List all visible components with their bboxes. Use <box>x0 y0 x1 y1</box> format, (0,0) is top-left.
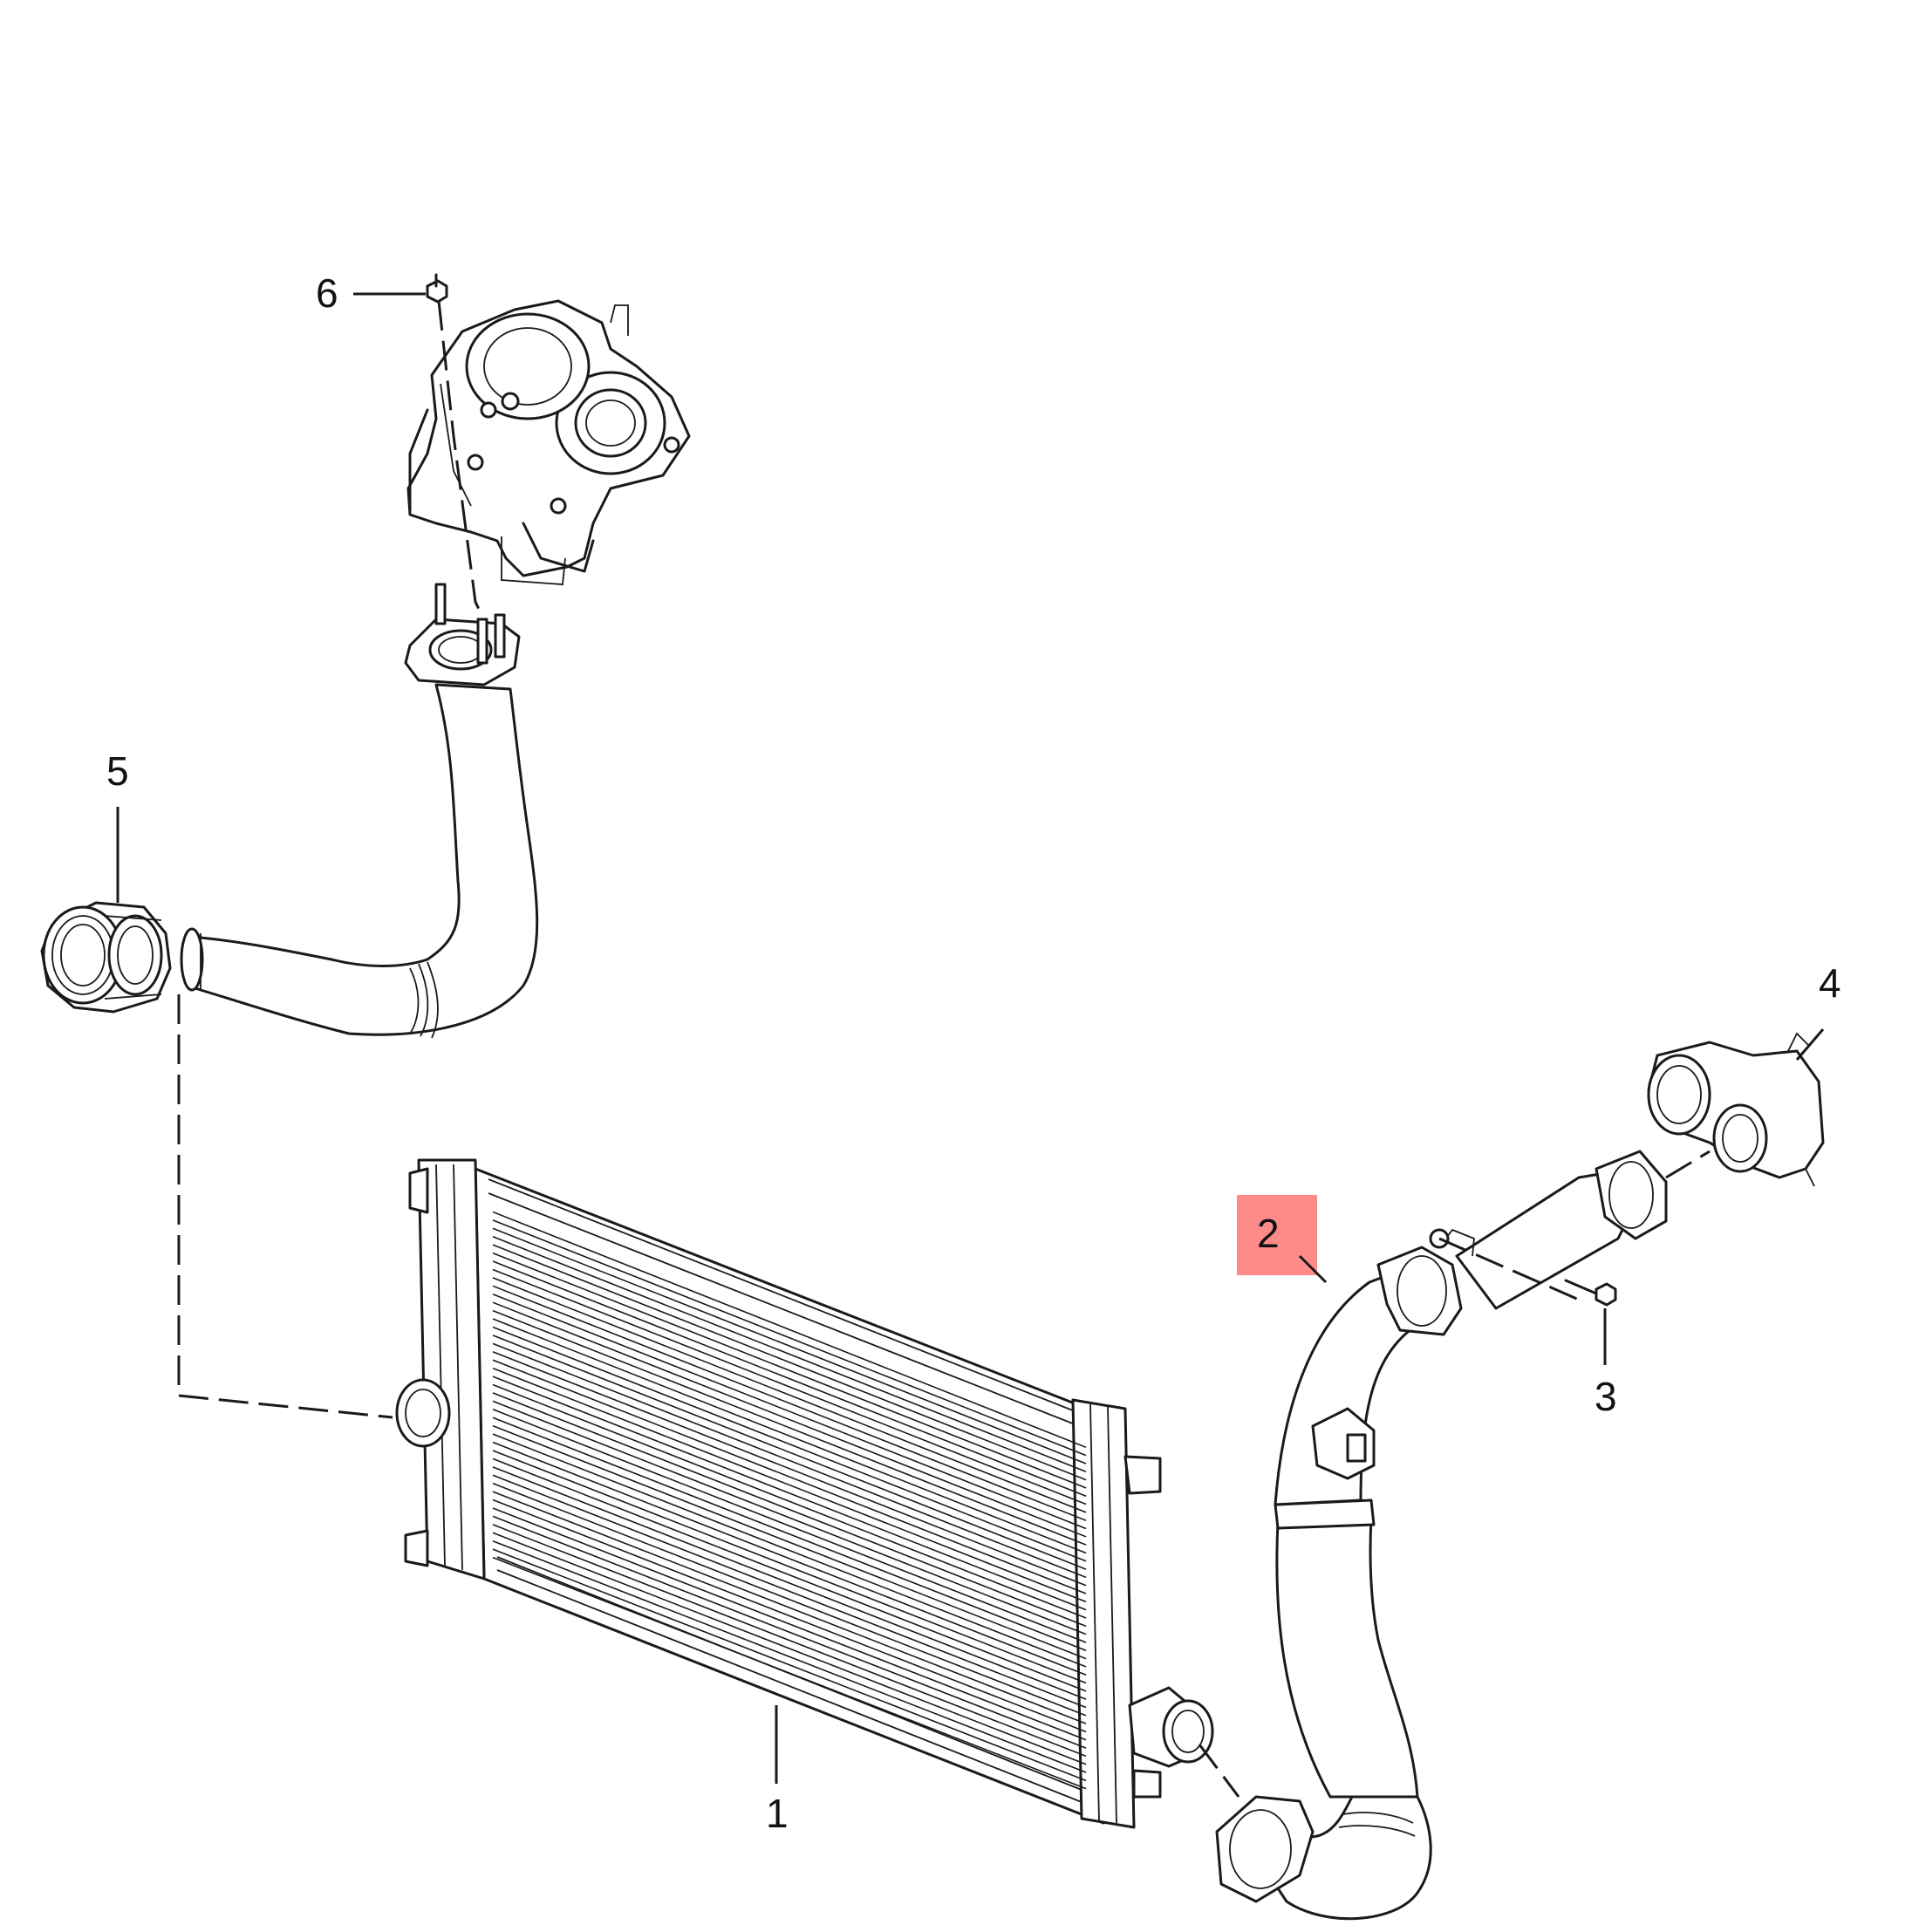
air-duct-connector-4 <box>1647 1032 1825 1187</box>
fin-line <box>492 1392 1087 1628</box>
fin-line <box>492 1433 1087 1668</box>
fin-line <box>492 1227 1087 1464</box>
fin-line <box>492 1268 1087 1505</box>
fin-line <box>492 1326 1087 1562</box>
fin-line <box>492 1342 1087 1579</box>
intercooler <box>395 1158 1214 1829</box>
nut-6 <box>426 273 448 304</box>
fin-line <box>492 1548 1087 1782</box>
fin-line <box>492 1556 1087 1790</box>
fin-line <box>492 1532 1087 1765</box>
fin-line <box>492 1376 1087 1611</box>
fin-line <box>492 1219 1087 1457</box>
fin-line <box>492 1524 1087 1758</box>
assembly-line-5 <box>177 994 393 1419</box>
fin-line <box>492 1450 1087 1684</box>
gasket-flange <box>404 583 521 686</box>
callout-6: 6 <box>316 270 338 316</box>
fin-line <box>492 1318 1087 1554</box>
leader-4 <box>1795 1028 1825 1061</box>
fin-line <box>492 1335 1087 1570</box>
fin-line <box>492 1474 1087 1709</box>
fin-line <box>492 1244 1087 1481</box>
fin-line <box>492 1383 1087 1619</box>
callout-1: 1 <box>766 1791 789 1836</box>
fin-line <box>492 1424 1087 1660</box>
fin-line <box>492 1515 1087 1749</box>
fin-line <box>492 1417 1087 1652</box>
bolt-3 <box>1564 1279 1617 1307</box>
assembly-line-3 <box>1438 1237 1580 1301</box>
fin-line <box>492 1309 1087 1546</box>
assembly-line-lower <box>1198 1744 1240 1798</box>
fin-line <box>492 1458 1087 1692</box>
hose-connector-5 <box>40 901 172 1014</box>
fin-line <box>492 1539 1087 1773</box>
fin-line <box>492 1507 1087 1741</box>
fin-line <box>492 1466 1087 1700</box>
assembly-line-6 <box>437 300 483 616</box>
fin-line <box>492 1260 1087 1497</box>
leader-2 <box>1298 1254 1328 1284</box>
fin-line <box>492 1400 1087 1635</box>
fin-line <box>492 1301 1087 1538</box>
charge-air-hose-right <box>1215 1150 1668 1921</box>
callout-5: 5 <box>106 748 129 794</box>
fin-line <box>492 1252 1087 1489</box>
callout-3: 3 <box>1595 1374 1617 1419</box>
fin-line <box>492 1211 1087 1449</box>
fin-line <box>492 1277 1087 1513</box>
turbocharger <box>406 299 691 585</box>
fin-line <box>492 1491 1087 1724</box>
charge-air-hose-left <box>180 683 539 1039</box>
callout-4: 4 <box>1819 960 1841 1006</box>
fin-line <box>492 1482 1087 1717</box>
callout-2: 2 <box>1257 1211 1280 1256</box>
fin-line <box>492 1409 1087 1643</box>
fin-line <box>492 1498 1087 1733</box>
fin-line <box>492 1441 1087 1676</box>
fin-line <box>492 1235 1087 1473</box>
fin-line <box>492 1351 1087 1587</box>
fin-line <box>492 1359 1087 1594</box>
fin-line <box>492 1285 1087 1521</box>
fin-line <box>492 1367 1087 1603</box>
intercooler-fins <box>492 1211 1087 1790</box>
fin-line <box>492 1294 1087 1530</box>
assembly-line-4 <box>1665 1150 1711 1179</box>
